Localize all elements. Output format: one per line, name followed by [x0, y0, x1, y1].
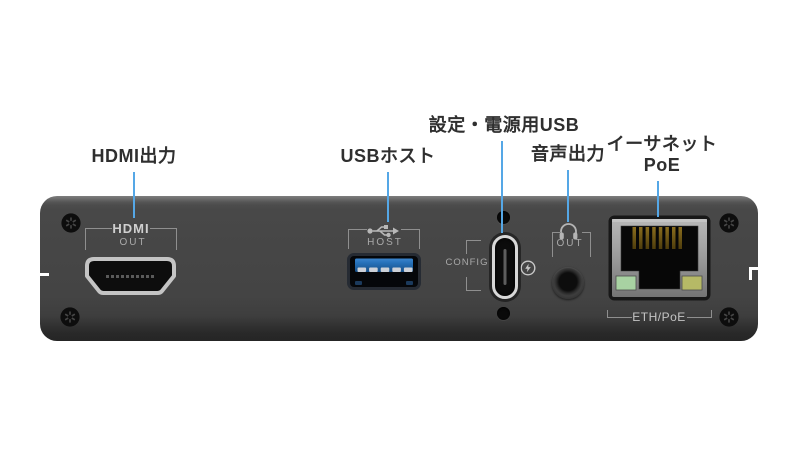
- usb-c-tongue: [503, 249, 507, 285]
- callout-config-label: 設定・電源用USB: [428, 115, 580, 135]
- config-bracket-top: [466, 240, 481, 254]
- leader-line-ethernet: [657, 181, 659, 217]
- usb-c-port: [492, 235, 518, 299]
- right-edge-marker: [749, 267, 762, 270]
- ethernet-sub-label: ETH/PoE: [632, 310, 686, 324]
- usb-host-bracket-left: [348, 229, 367, 249]
- torx-screw-icon: [719, 213, 739, 233]
- callout-ethernet-label: イーサネット PoE: [606, 134, 718, 175]
- rj45-port: [608, 215, 711, 301]
- hdmi-port: [85, 257, 176, 295]
- config-sub-label: CONFIG: [445, 257, 489, 268]
- leader-line-config: [501, 141, 503, 233]
- audio-sub-label: OUT: [556, 238, 584, 249]
- hdmi-bracket-left: [85, 228, 112, 250]
- reset-pinhole: [497, 307, 510, 320]
- callout-hdmi-label: HDMI出力: [91, 146, 177, 166]
- usb-host-bracket-right: [401, 229, 420, 249]
- led-pinhole: [497, 211, 510, 224]
- ethernet-bracket-left: [607, 310, 632, 318]
- link-led-green: [615, 275, 637, 291]
- torx-screw-icon: [719, 307, 739, 327]
- headphones-icon: [559, 223, 578, 240]
- usb-a-port: [347, 253, 421, 290]
- hdmi-title: HDMI: [112, 221, 150, 236]
- hdmi-bracket-right: [150, 228, 177, 250]
- leader-line-hdmi: [133, 172, 135, 218]
- usb-trident-icon: [367, 225, 399, 238]
- left-edge-marker: [37, 273, 49, 276]
- right-edge-marker: [749, 269, 752, 280]
- lightning-icon: [520, 260, 536, 276]
- usb-host-sub-label: HOST: [367, 237, 403, 248]
- audio-bracket-left: [552, 232, 561, 257]
- config-bracket-bottom: [466, 277, 481, 291]
- ethernet-bracket-right: [687, 310, 712, 318]
- device-rear-panel: HDMI OUT HOST: [40, 196, 758, 341]
- activity-led-yellow: [681, 275, 703, 291]
- hdmi-sub-label: OUT: [119, 237, 147, 248]
- callout-audio-label: 音声出力: [531, 144, 605, 164]
- audio-bracket-right: [582, 232, 591, 257]
- left-edge-marker: [37, 264, 40, 276]
- torx-screw-icon: [60, 307, 80, 327]
- leader-line-usb-host: [387, 172, 389, 222]
- callout-usb-host-label: USBホスト: [340, 146, 436, 166]
- audio-jack-port: [552, 267, 584, 299]
- leader-line-audio: [567, 170, 569, 222]
- torx-screw-icon: [61, 213, 81, 233]
